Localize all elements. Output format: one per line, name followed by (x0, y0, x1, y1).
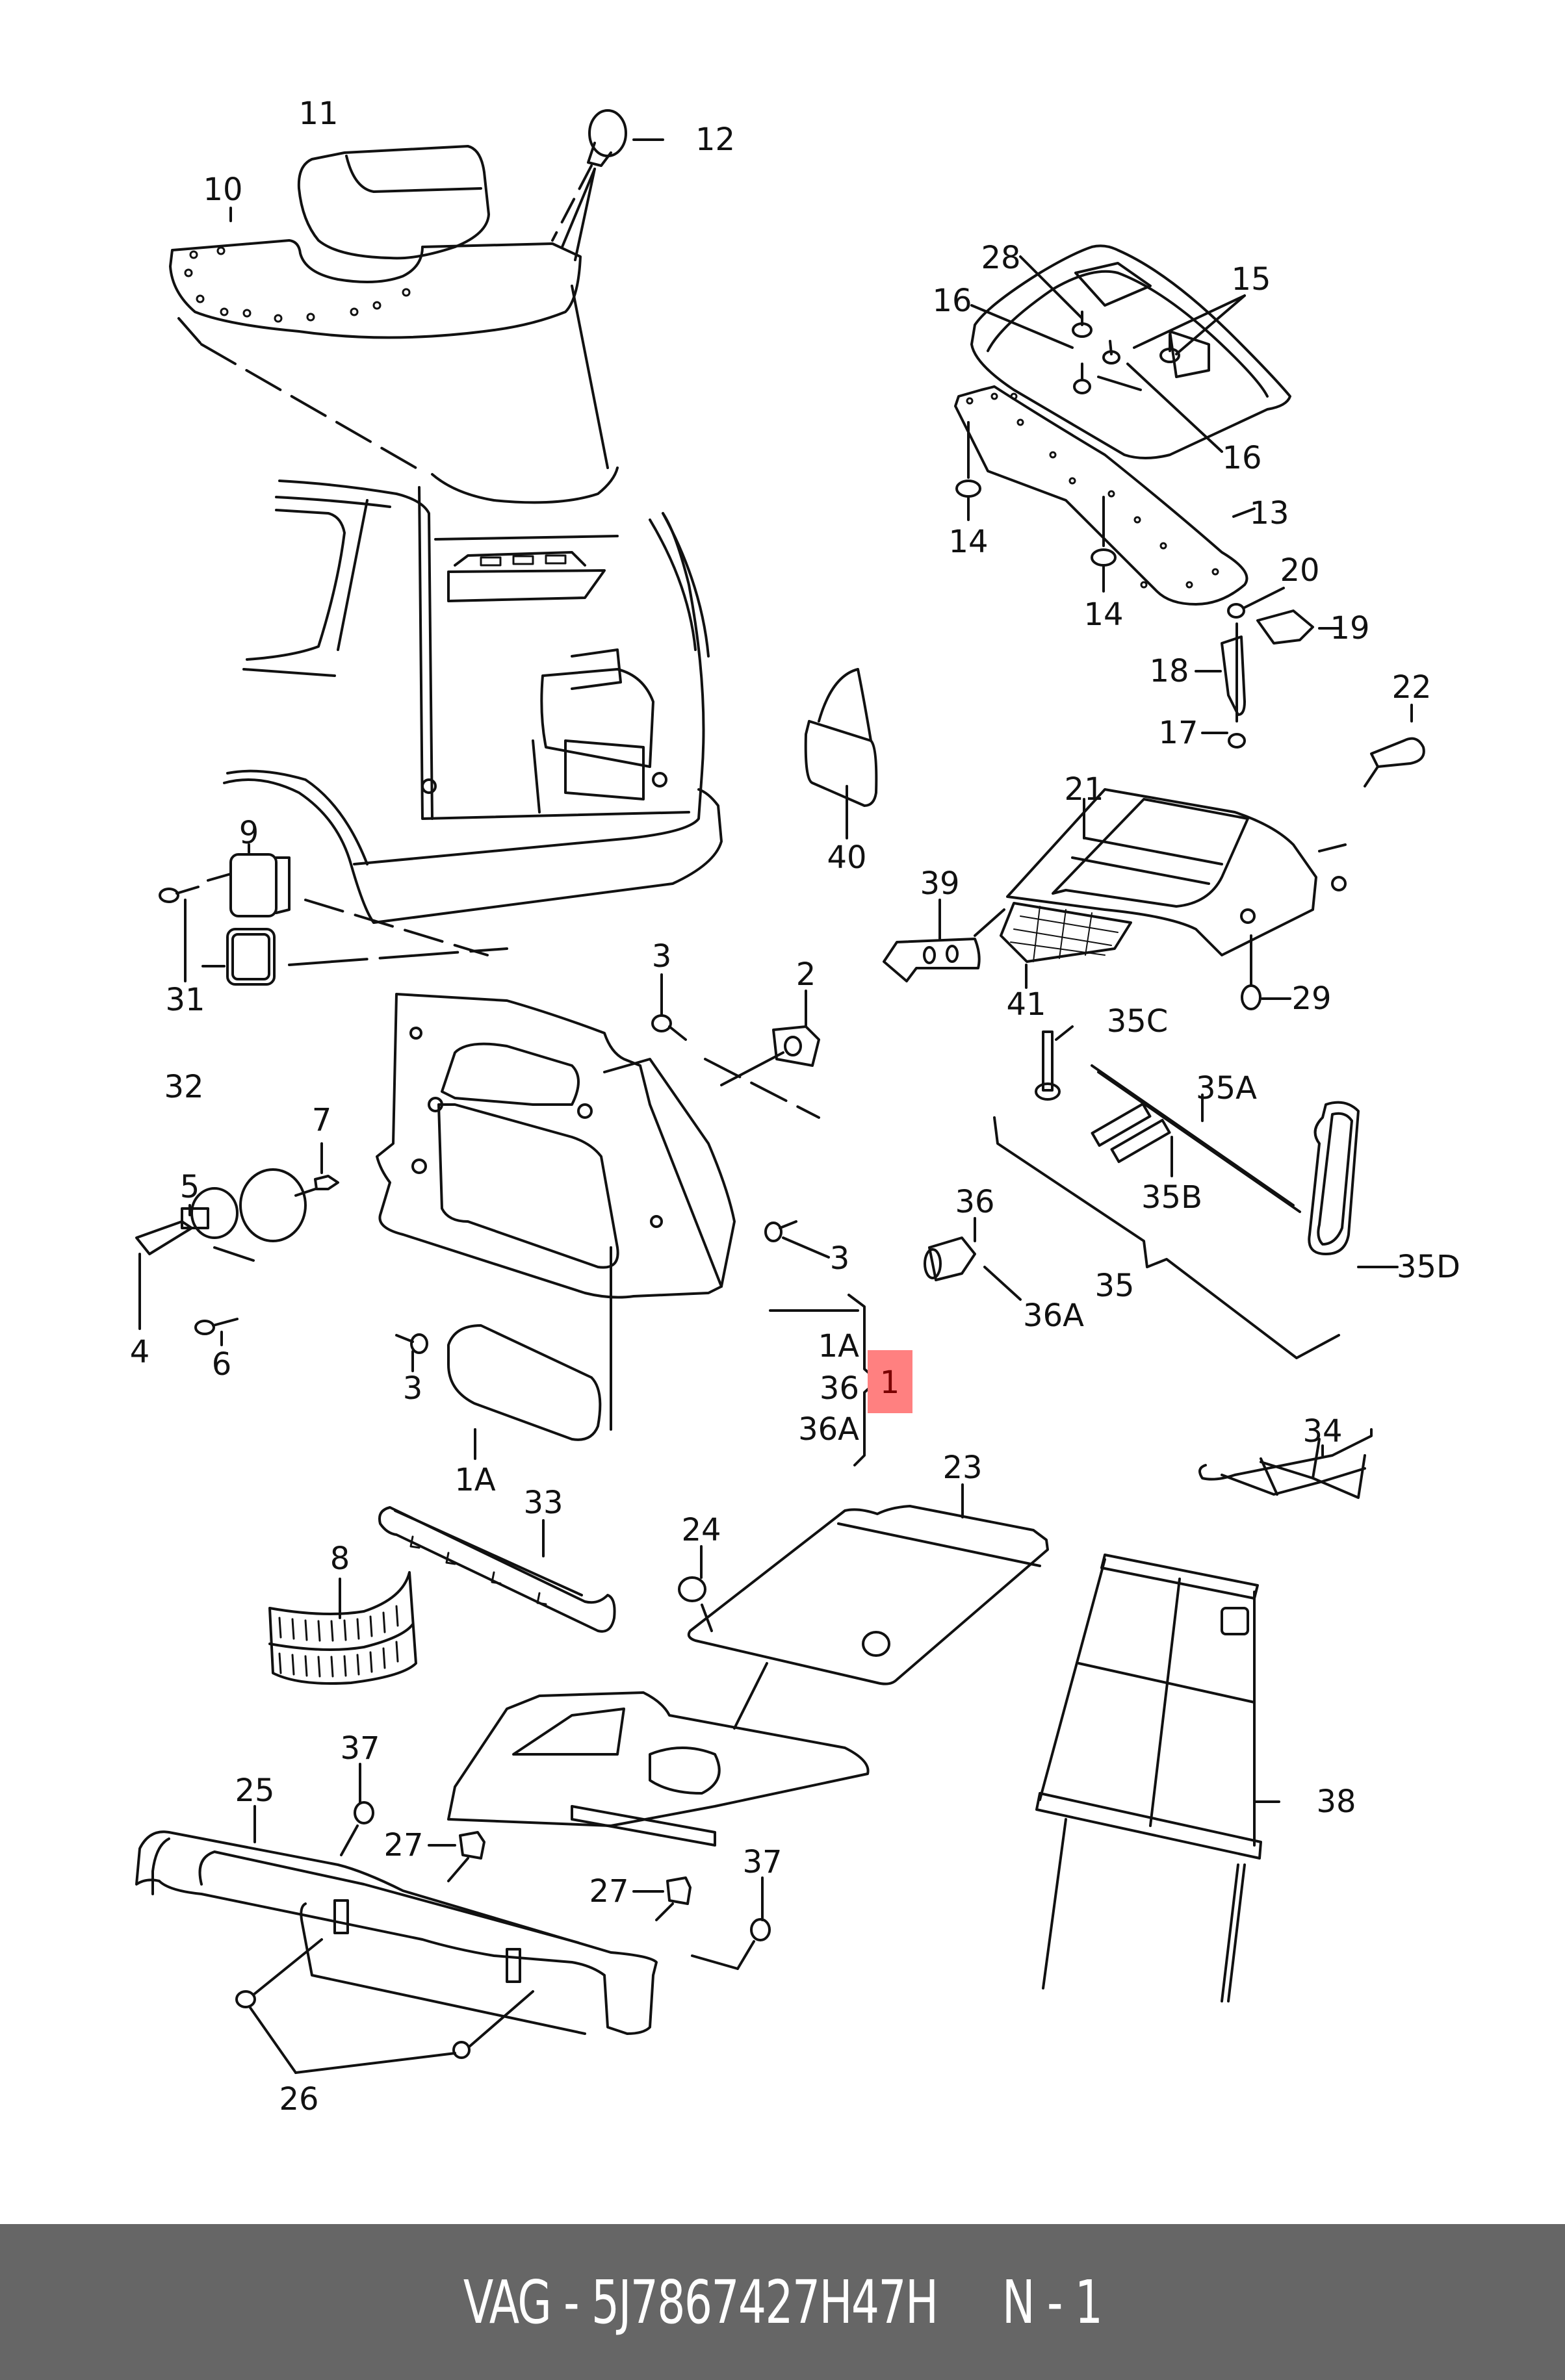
diagram-drawing (135, 109, 1425, 2074)
callout-16: 16 (932, 283, 972, 319)
callout-1A: 1A (454, 1462, 496, 1498)
callout-12: 12 (695, 122, 736, 158)
part-14-clips (955, 421, 1117, 593)
callout-2: 2 (795, 956, 816, 993)
part-1-side-trim (376, 993, 736, 1431)
part-31-screw (159, 886, 200, 982)
callout-14: 14 (1083, 596, 1124, 633)
part-5-7-lamp-socket (135, 1142, 339, 1346)
part-10-shelf-trim (169, 239, 582, 346)
part-38-luggage-cover (1035, 1554, 1280, 2003)
part-21-floor-panel (1006, 788, 1347, 956)
car-body-illustration (223, 467, 723, 924)
part-34-cargo-net (1198, 1428, 1373, 1499)
part-32-seal (201, 928, 508, 986)
callout-37: 37 (742, 1844, 782, 1880)
part-26-screws (235, 1938, 534, 2074)
callout-3: 3 (651, 938, 672, 975)
callout-36A: 36A (1023, 1298, 1084, 1334)
part-33-strip (378, 1506, 616, 1633)
part-22-bulb (1364, 704, 1425, 787)
callout-4: 4 (129, 1334, 150, 1370)
part-2-clip (720, 990, 820, 1086)
callout-7: 7 (311, 1102, 332, 1138)
part-25-sill-trim (135, 1805, 658, 2035)
callout-14: 14 (948, 524, 989, 560)
part-1A-pocket-cover (447, 1324, 602, 1460)
callout-11: 11 (298, 96, 339, 132)
callout-25: 25 (235, 1772, 275, 1809)
part-11-cover (229, 145, 490, 260)
callout-5: 5 (179, 1169, 200, 1205)
part-number-footer: VAG - 5J7867427H47H N - 1 (0, 2224, 1565, 2380)
part-37-clips (340, 1763, 771, 1970)
callout-8: 8 (330, 1541, 350, 1577)
callout-35A: 35A (1196, 1070, 1257, 1107)
leader-9 (304, 899, 489, 956)
callout-26: 26 (279, 2081, 319, 2118)
callout-28: 28 (981, 240, 1021, 276)
parts-diagram: 1 11 12 10 28 16 15 16 13 14 14 20 19 18… (129, 96, 1461, 2118)
callout-22: 22 (1391, 669, 1432, 706)
callout-21: 21 (1064, 771, 1104, 808)
callout-6: 6 (211, 1346, 232, 1383)
callout-18: 18 (1149, 653, 1189, 689)
floor-illustration (447, 1691, 870, 1847)
part-35-tool-kit (993, 1025, 1399, 1359)
callout-36A: 36A (798, 1411, 859, 1448)
part-13-tailgate-trim (954, 385, 1256, 606)
part-9-light (207, 843, 291, 917)
part-40-bag (804, 668, 878, 839)
callout-38: 38 (1316, 1784, 1356, 1820)
callout-32: 32 (164, 1069, 204, 1105)
callout-15: 15 (1231, 261, 1271, 298)
callout-35: 35 (1094, 1268, 1135, 1304)
callout-1A: 1A (818, 1328, 859, 1364)
callout-34: 34 (1302, 1413, 1343, 1450)
callout-39: 39 (920, 865, 960, 902)
callout-16: 16 (1222, 440, 1262, 476)
callout-35C: 35C (1106, 1003, 1169, 1040)
part-3-screws (395, 973, 830, 1372)
callout-37: 37 (340, 1730, 380, 1767)
part-number-caption: VAG - 5J7867427H47H N - 1 (463, 2267, 1103, 2337)
part-8-mat (268, 1571, 417, 1685)
part-39-bracket (883, 899, 1005, 982)
callout-3: 3 (402, 1370, 423, 1407)
callout-10: 10 (203, 172, 243, 208)
callout-36: 36 (819, 1370, 859, 1407)
highlighted-callout-box[interactable] (868, 1350, 912, 1413)
callout-9: 9 (239, 815, 259, 851)
callout-3: 3 (829, 1240, 850, 1277)
callout-36: 36 (955, 1184, 995, 1220)
part-29-clips (1241, 934, 1291, 1010)
callout-20: 20 (1280, 552, 1320, 589)
tailgate-fasteners (970, 255, 1246, 453)
part-12-clip (551, 109, 664, 261)
callout-29: 29 (1291, 980, 1332, 1017)
callout-13: 13 (1249, 495, 1289, 531)
callout-33: 33 (523, 1485, 563, 1521)
callout-35D: 35D (1396, 1249, 1461, 1285)
part-41-net (1000, 902, 1132, 989)
callout-24: 24 (681, 1512, 721, 1548)
part-17-20-bracket (1195, 587, 1340, 749)
callout-35B: 35B (1141, 1179, 1203, 1216)
callout-19: 19 (1330, 610, 1370, 646)
callout-27: 27 (383, 1827, 424, 1863)
callout-1-highlighted[interactable]: 1 (879, 1364, 900, 1401)
callout-41: 41 (1006, 986, 1046, 1023)
callout-23: 23 (942, 1450, 983, 1486)
callout-17: 17 (1158, 715, 1198, 751)
callout-40: 40 (827, 839, 867, 876)
callout-31: 31 (165, 982, 205, 1018)
callout-27: 27 (589, 1873, 629, 1910)
part-23-panel (678, 1483, 1049, 1730)
part-27-clips (428, 1831, 692, 1921)
part-36-hook (924, 1217, 1022, 1301)
